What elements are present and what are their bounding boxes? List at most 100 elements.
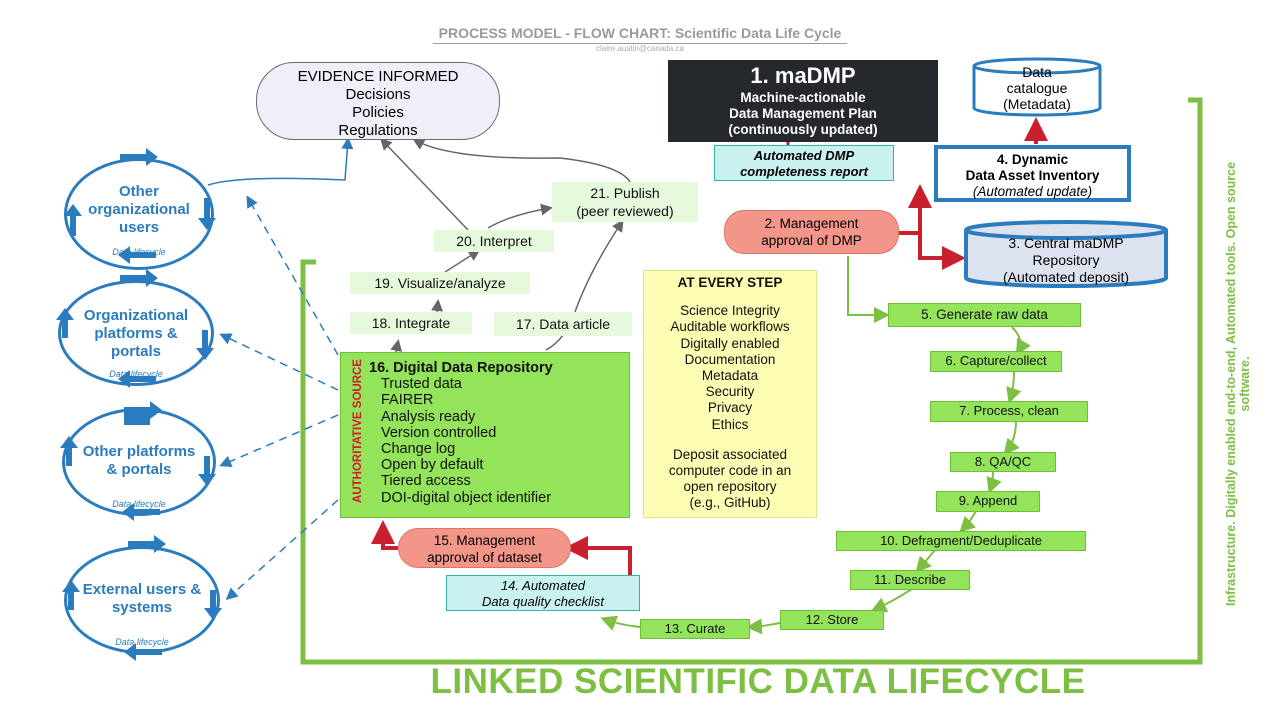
automated-dmp-report: Automated DMP completeness report — [714, 145, 894, 181]
step-visualize-analyze: 19. Visualize/analyze — [350, 272, 530, 294]
report-line: Automated DMP — [753, 148, 855, 163]
data-lifecycle-label: Data lifecycle — [112, 499, 166, 509]
automated-quality-checklist: 14. Automated Data quality checklist — [446, 575, 640, 611]
data-lifecycle-label: Data lifecycle — [109, 369, 163, 379]
step-process-clean: 7. Process, clean — [930, 401, 1088, 422]
step-publish: 21. Publish (peer reviewed) — [552, 182, 698, 222]
deposit-line: (e.g., GitHub) — [689, 495, 771, 511]
circle-line: portals — [110, 343, 161, 360]
circle-line: External users & — [82, 581, 202, 598]
evidence-line: Decisions — [345, 86, 411, 103]
step-capture-collect: 6. Capture/collect — [930, 351, 1062, 372]
repository-item: Version controlled — [381, 424, 497, 441]
catalogue-line: (Metadata) — [1003, 96, 1071, 112]
lifecycle-circle-other-organizational-users: Other organizational users Data lifecycl… — [64, 150, 214, 272]
circle-line: Other — [118, 183, 159, 200]
madmp-line: Data Management Plan — [729, 106, 877, 121]
circle-line: Other platforms — [82, 443, 196, 460]
lifecycle-circle-other-platforms: Other platforms & portals Data lifecycle — [62, 408, 216, 518]
every-step-item: Digitally enabled — [680, 335, 780, 351]
circle-line: users — [118, 219, 160, 236]
dynamic-inventory-box: 4. Dynamic Data Asset Inventory (Automat… — [934, 145, 1131, 202]
repository-item: DOI-digital object identifier — [381, 489, 552, 506]
circle-line: & portals — [106, 461, 172, 478]
deposit-line: computer code in an — [668, 463, 792, 479]
circle-line: organizational — [88, 201, 190, 218]
report-line: completeness report — [740, 164, 868, 179]
approval-line: 2. Management — [764, 216, 859, 231]
publish-line: (peer reviewed) — [576, 203, 674, 219]
evidence-title: EVIDENCE INFORMED — [297, 68, 459, 85]
evidence-informed-box: EVIDENCE INFORMED Decisions Policies Reg… — [256, 62, 500, 140]
inventory-title: Data Asset Inventory — [965, 168, 1100, 183]
page-title: PROCESS MODEL - FLOW CHART: Scientific D… — [0, 25, 1280, 44]
step-store: 12. Store — [780, 610, 884, 630]
every-step-item: Metadata — [701, 368, 759, 384]
central-repository-cylinder: 3. Central maDMP Repository (Automated d… — [962, 218, 1170, 290]
checklist-line: Data quality checklist — [481, 594, 605, 609]
step-append: 9. Append — [936, 491, 1040, 512]
evidence-line: Policies — [352, 104, 404, 121]
deposit-line: Deposit associated — [672, 446, 788, 462]
data-lifecycle-label: Data lifecycle — [112, 247, 166, 257]
every-step-item: Privacy — [707, 400, 753, 416]
repository-item: Analysis ready — [381, 408, 476, 425]
authoritative-source-label: AUTHORITATIVE SOURCE — [352, 359, 364, 503]
lifecycle-circle-external-users: External users & systems Data lifecycle — [64, 546, 220, 656]
author-email: claire.austin@canada.ca — [596, 44, 684, 53]
repository-item: Change log — [381, 441, 456, 458]
deposit-line: open repository — [683, 479, 777, 495]
repository-item: FAIRER — [381, 392, 434, 409]
repository-item: Trusted data — [381, 376, 462, 393]
inventory-subtitle: (Automated update) — [972, 184, 1093, 199]
footer-title: LINKED SCIENTIFIC DATA LIFECYCLE — [430, 662, 1086, 701]
repository-item: Open by default — [381, 457, 484, 474]
catalogue-line: Data — [1022, 64, 1052, 80]
madmp-title: 1. maDMP — [750, 63, 856, 88]
data-catalogue-cylinder: Data catalogue (Metadata) — [970, 56, 1104, 118]
step-data-article: 17. Data article — [494, 312, 632, 336]
circle-line: platforms & — [94, 325, 178, 342]
approval-line: 15. Management — [433, 533, 536, 548]
management-approval-dmp: 2. Management approval of DMP — [724, 210, 899, 254]
data-lifecycle-label: Data lifecycle — [115, 637, 169, 647]
catalogue-line: catalogue — [1006, 80, 1068, 96]
every-step-item: Security — [705, 384, 755, 400]
every-step-item: Documentation — [684, 351, 776, 367]
step-interpret: 20. Interpret — [434, 230, 554, 252]
step-describe: 11. Describe — [850, 570, 970, 590]
step-defragment-deduplicate: 10. Defragment/Deduplicate — [836, 531, 1086, 551]
repository-title: 16. Digital Data Repository — [369, 360, 553, 376]
circle-line: Organizational — [83, 307, 189, 324]
repo-line: (Automated deposit) — [1002, 269, 1130, 285]
step-curate: 13. Curate — [640, 619, 750, 639]
infrastructure-side-note: Infrastructure. Digitally enabled end-to… — [1224, 161, 1252, 607]
approval-line: approval of DMP — [761, 233, 862, 248]
repository-item: Tiered access — [381, 473, 471, 490]
every-step-title: AT EVERY STEP — [677, 275, 783, 290]
approval-line: approval of dataset — [427, 550, 542, 565]
step-qa-qc: 8. QA/QC — [950, 452, 1056, 472]
publish-line: 21. Publish — [590, 185, 660, 201]
repo-line: Repository — [1032, 252, 1100, 268]
digital-data-repository: AUTHORITATIVE SOURCE 16. Digital Data Re… — [340, 352, 630, 518]
lifecycle-circle-organizational-platforms: Organizational platforms & portals Data … — [58, 276, 214, 388]
management-approval-dataset: 15. Management approval of dataset — [398, 528, 571, 568]
madmp-line: Machine-actionable — [740, 90, 866, 105]
cylinder-shape — [972, 57, 1102, 117]
at-every-step-box: AT EVERY STEP Science Integrity Auditabl… — [643, 270, 817, 518]
step-generate-raw-data: 5. Generate raw data — [888, 303, 1081, 327]
circle-line: systems — [111, 599, 173, 616]
madmp-box: 1. maDMP Machine-actionable Data Managem… — [668, 60, 938, 142]
every-step-item: Auditable workflows — [670, 319, 790, 335]
evidence-line: Regulations — [338, 122, 418, 139]
every-step-item: Science Integrity — [680, 303, 780, 319]
checklist-line: 14. Automated — [500, 578, 586, 593]
step-integrate: 18. Integrate — [350, 312, 472, 334]
inventory-title: 4. Dynamic — [996, 152, 1069, 167]
cylinder-shape — [964, 220, 1168, 288]
madmp-line: (continuously updated) — [728, 122, 878, 137]
repo-line: 3. Central maDMP — [1008, 235, 1124, 251]
every-step-item: Ethics — [711, 416, 749, 432]
